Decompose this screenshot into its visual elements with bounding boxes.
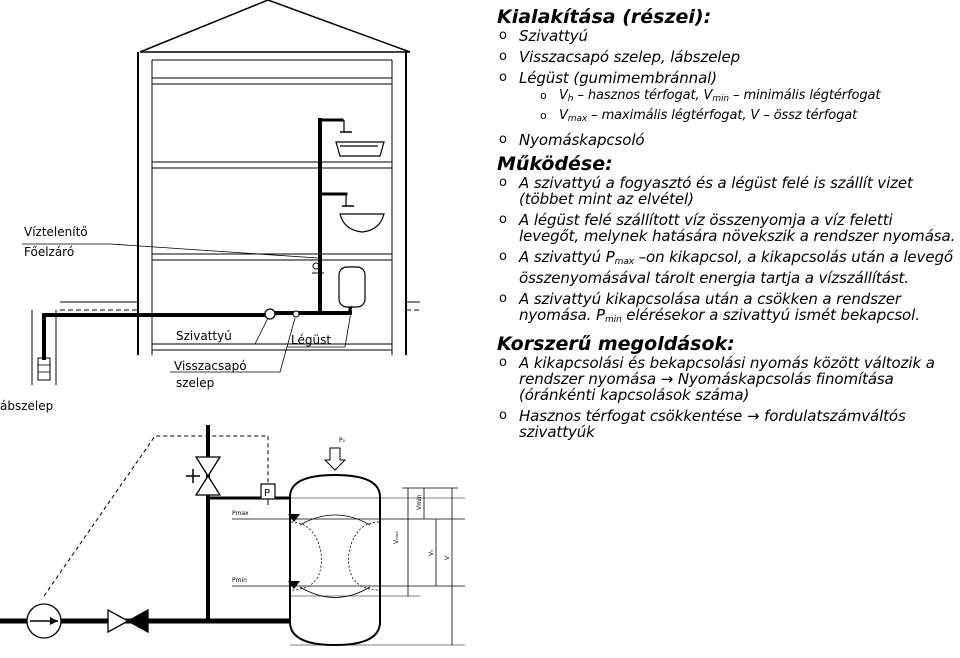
label-legust: Légüst — [291, 333, 331, 347]
drain-valve — [312, 262, 324, 274]
control-dashed-line — [43, 435, 269, 597]
sink — [339, 194, 385, 233]
pressure-switch-label: P — [264, 488, 270, 499]
callout-lines — [22, 243, 353, 373]
item-szivattyu: Szivattyú — [519, 27, 588, 45]
list-item: Szivattyú — [497, 28, 957, 44]
list-mukodese: A szivattyú a fogyasztó és a légüst felé… — [497, 175, 957, 328]
list-korszeru: A kikapcsolási és bekapcsolási nyomás kö… — [497, 355, 957, 440]
sub-item-vmax: Vmax – maximális légtérfogat, V – össz t… — [537, 108, 957, 127]
top-pressure-arrow — [323, 447, 347, 471]
list-item: Légüst (gumimembránnal) Vh – hasznos tér… — [497, 70, 957, 127]
label-vmin: Vmin — [416, 494, 423, 510]
item-legust: Légüst (gumimembránnal) — [519, 69, 717, 87]
list-item: Nyomáskapcsoló — [497, 132, 957, 148]
label-szelep: szelep — [176, 376, 214, 390]
item-visszacsapo: Visszacsapó szelep, lábszelep — [519, 48, 741, 66]
label-p0: P₀ — [339, 437, 346, 444]
sub-item-vh: Vh – hasznos térfogat, Vmin – minimális … — [537, 88, 957, 107]
label-viztelenito: Víztelenítő — [24, 225, 88, 239]
schematic-check-valve — [107, 608, 149, 634]
schematic: P Pmax Pmin P₀ — [0, 425, 465, 647]
schematic-pump-symbol — [26, 603, 62, 639]
label-v: V — [444, 555, 451, 560]
label-vh: Vₕ — [428, 549, 435, 556]
item-nyomaskapcsolo: Nyomáskapcsoló — [519, 131, 645, 149]
label-visszacsapo: Visszacsapó — [174, 359, 247, 373]
list-item: A szivattyú kikapcsolása után a csökken … — [497, 291, 957, 328]
section-kialakitas: Kialakítása (részei): Szivattyú Visszacs… — [497, 6, 957, 148]
building — [60, 0, 420, 355]
heading-mukodese: Működése: — [497, 153, 613, 175]
list-item: Hasznos térfogat csökkentése → fordulats… — [497, 408, 957, 440]
suction-pipe — [42, 313, 267, 360]
isolation-valve — [186, 456, 222, 496]
list-kialakitas: Szivattyú Visszacsapó szelep, lábszelep … — [497, 28, 957, 148]
list-item: Visszacsapó szelep, lábszelep — [497, 49, 957, 65]
section-mukodese: Működése: A szivattyú a fogyasztó és a l… — [497, 153, 957, 328]
bathtub — [335, 120, 385, 157]
pipework — [42, 118, 352, 360]
pmin-level-marker — [288, 581, 300, 589]
heading-kialakitas: Kialakítása (részei): — [497, 6, 712, 28]
list-item: A légüst felé szállított víz összenyomja… — [497, 212, 957, 244]
building-roof — [139, 0, 411, 53]
foot-valve-strainer — [37, 357, 51, 381]
label-labszelep: ábszelep — [0, 399, 53, 413]
section-korszeru: Korszerű megoldások: A kikapcsolási és b… — [497, 333, 957, 440]
pmax-level-marker — [288, 514, 300, 522]
text-panel: Kialakítása (részei): Szivattyú Visszacs… — [497, 6, 957, 445]
dimension-lines — [402, 487, 458, 645]
tank-membrane — [290, 521, 322, 591]
heading-korszeru: Korszerű megoldások: — [497, 333, 735, 355]
label-vmax: Vₘₐₓ — [393, 531, 400, 544]
pump-house — [264, 308, 276, 320]
list-item: A szivattyú Pmax –on kikapcsol, a kikapc… — [497, 249, 957, 286]
label-foelzaro: Főelzáró — [24, 245, 74, 259]
pressure-tank-house — [338, 266, 366, 308]
check-valve-house — [292, 310, 300, 318]
pump-system-diagram: Víztelenítő Főelzáró Szivattyú Légüst Vi… — [0, 0, 465, 647]
list-item: A kikapcsolási és bekapcsolási nyomás kö… — [497, 355, 957, 403]
schematic-pressure-tank — [289, 473, 381, 647]
label-pmin: Pmin — [232, 577, 247, 584]
label-szivattyu: Szivattyú — [176, 329, 232, 343]
list-item: A szivattyú a fogyasztó és a légüst felé… — [497, 175, 957, 207]
sublist-legust: Vh – hasznos térfogat, Vmin – minimális … — [519, 88, 957, 127]
building-floor-slabs — [152, 59, 392, 351]
label-pmax: Pmax — [232, 510, 249, 517]
